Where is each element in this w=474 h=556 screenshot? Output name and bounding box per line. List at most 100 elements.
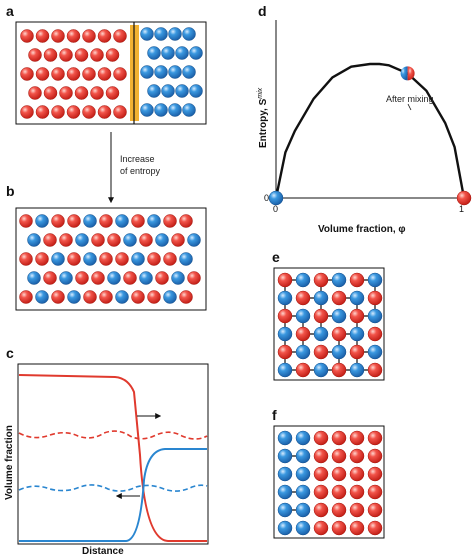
red-sphere: [19, 214, 33, 228]
arrow-text-line1: Increase: [120, 154, 155, 164]
red-sphere: [66, 105, 81, 119]
red-sphere: [51, 67, 65, 81]
marker-pure-blue: [268, 190, 284, 206]
red-sphere: [367, 484, 383, 500]
blue-sphere: [168, 103, 182, 117]
blue-sphere: [140, 65, 154, 79]
red-sphere: [90, 48, 104, 62]
blue-sphere: [277, 362, 293, 378]
blue-sphere: [295, 502, 311, 518]
blue-dashed-profile: [18, 484, 208, 492]
panel-d-ylabel: Entropy, Smix: [257, 87, 269, 148]
red-sphere: [331, 362, 347, 378]
red-sphere: [331, 430, 347, 446]
red-sphere: [82, 105, 96, 119]
panel-e-lattice: [277, 272, 383, 378]
red-profile-curve: [18, 374, 207, 542]
red-sphere: [131, 290, 145, 304]
panel-label-c: c: [6, 345, 14, 361]
blue-sphere: [182, 65, 196, 79]
mixed-marker-blue-half: [400, 66, 408, 81]
red-sphere: [277, 308, 293, 324]
red-sphere: [59, 86, 73, 100]
blue-sphere: [182, 103, 196, 117]
panel-label-b: b: [6, 183, 15, 199]
blue-sphere: [154, 27, 168, 41]
red-sphere: [367, 448, 383, 464]
red-sphere: [83, 290, 97, 304]
red-sphere: [19, 290, 33, 304]
blue-sphere: [331, 272, 347, 288]
red-sphere: [331, 326, 347, 342]
panel-d-ylabel-main: Entropy, S: [258, 98, 269, 148]
red-sphere: [113, 29, 127, 43]
panel-d-tick-x1: 1: [459, 204, 464, 214]
blue-sphere: [154, 103, 168, 117]
red-sphere: [20, 67, 34, 81]
blue-sphere: [139, 271, 153, 285]
red-sphere: [367, 502, 383, 518]
panel-d-tick-x0: 0: [273, 204, 278, 214]
red-sphere: [91, 233, 105, 247]
red-sphere: [313, 502, 329, 518]
blue-sphere: [277, 448, 293, 464]
red-sphere: [155, 271, 169, 285]
blue-sphere: [147, 214, 161, 228]
entropy-arrow: Increase of entropy: [108, 132, 161, 204]
panel-c-ylabel: Volume fraction: [4, 425, 15, 500]
red-sphere: [35, 105, 50, 119]
panel-e-frame: [273, 267, 385, 381]
blue-sphere: [182, 27, 196, 41]
panel-e: [273, 267, 385, 381]
red-sphere: [90, 86, 104, 100]
red-dashed-profile: [18, 430, 208, 440]
panel-f-frame: [273, 425, 385, 539]
panel-a: [15, 21, 207, 125]
entropy-curve: [274, 62, 466, 199]
blue-sphere: [367, 344, 383, 360]
blue-sphere: [349, 326, 365, 342]
blue-sphere: [115, 290, 129, 304]
blue-sphere: [277, 502, 293, 518]
red-sphere: [139, 233, 153, 247]
red-sphere: [113, 105, 127, 119]
red-sphere: [277, 272, 293, 288]
red-sphere: [147, 290, 161, 304]
panel-label-f: f: [272, 407, 277, 423]
blue-sphere: [277, 326, 293, 342]
red-sphere: [91, 271, 105, 285]
blue-sphere: [295, 430, 311, 446]
after-mixing-leader: [407, 103, 412, 111]
red-sphere: [75, 271, 89, 285]
panel-d: 0 0 1 After mixing Entropy, Smix Volume …: [257, 20, 472, 235]
blue-sphere: [313, 326, 329, 342]
red-sphere: [367, 466, 383, 482]
blue-sphere: [187, 233, 201, 247]
panel-c-frame: [17, 363, 209, 545]
red-sphere: [74, 48, 89, 62]
red-sphere: [179, 214, 193, 228]
red-sphere: [51, 29, 65, 43]
red-sphere: [349, 466, 365, 482]
blue-sphere: [59, 271, 73, 285]
red-sphere: [349, 520, 365, 536]
red-sphere: [35, 29, 50, 43]
blue-sphere: [179, 252, 193, 266]
arrow-text-line2: of entropy: [120, 166, 161, 176]
red-sphere: [367, 520, 383, 536]
blue-sphere: [27, 233, 41, 247]
panel-label-e: e: [272, 249, 280, 265]
red-sphere: [67, 214, 81, 228]
red-sphere: [59, 233, 73, 247]
blue-sphere: [51, 252, 65, 266]
red-sphere: [331, 448, 347, 464]
red-sphere: [349, 502, 365, 518]
blue-sphere: [147, 46, 161, 60]
blue-sphere: [295, 448, 311, 464]
entropy-markers: [268, 66, 472, 206]
blue-sphere: [175, 46, 189, 60]
red-sphere: [367, 326, 383, 342]
red-sphere: [331, 466, 347, 482]
red-sphere: [163, 252, 177, 266]
blue-sphere: [107, 271, 121, 285]
